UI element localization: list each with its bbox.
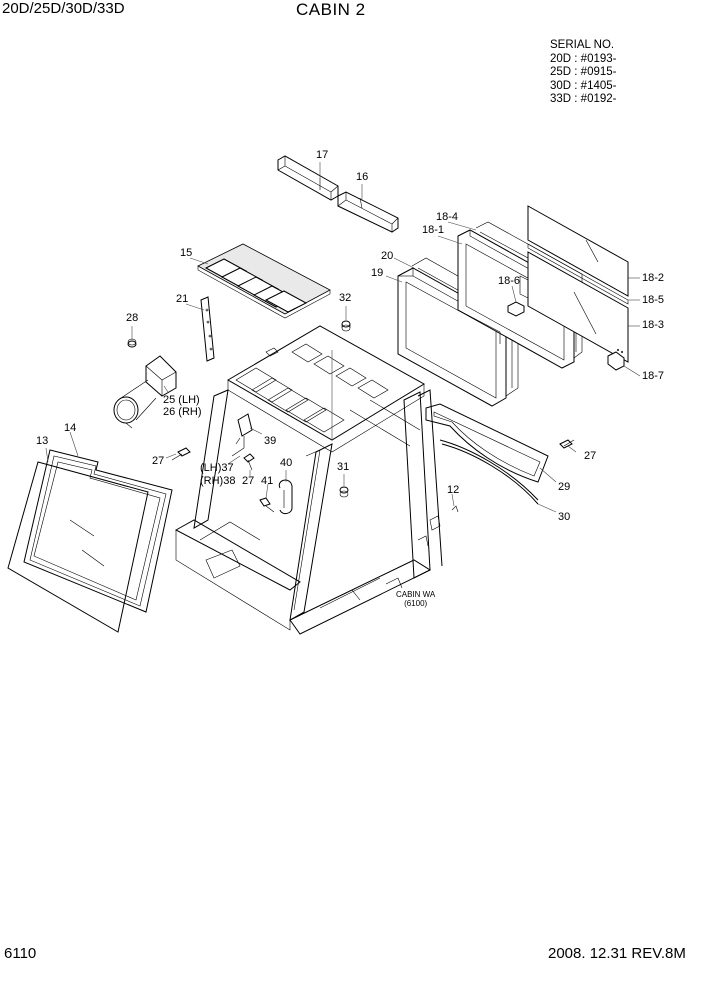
callout-25-lh: 25 (LH) [163, 394, 200, 406]
callout-18-2: 18-2 [642, 272, 665, 284]
callout-27-left: 27 [152, 455, 165, 467]
serial-line: 33D : #0192- [550, 93, 617, 105]
callout-26-rh: 26 (RH) [163, 406, 202, 418]
serial-number-block: SERIAL NO. 20D : #0193- 25D : #0915- 30D… [550, 39, 617, 107]
serial-heading: SERIAL NO. [550, 39, 615, 51]
callout-39: 39 [264, 435, 277, 447]
callout-14: 14 [64, 422, 77, 434]
callout-20: 20 [381, 250, 394, 262]
part-18-2-glass [527, 205, 629, 305]
part-cabin-frame [174, 325, 443, 635]
part-14-windshield-frame [23, 449, 173, 613]
callout-16: 16 [356, 171, 369, 183]
part-27-bolt [171, 439, 575, 471]
callout-29: 29 [558, 481, 571, 493]
serial-line: 20D : #0193- [550, 52, 617, 65]
part-40-grab-handle [278, 479, 293, 515]
callout-32: 32 [339, 292, 352, 304]
part-41-screw [259, 497, 275, 513]
callout-28: 28 [126, 312, 139, 324]
part-32-bushing [341, 320, 351, 332]
cabin-ref-number: (6100) [404, 598, 428, 608]
part-25-26-work-lamp [113, 355, 177, 429]
callout-15: 15 [180, 247, 193, 259]
model-list: 20D/25D/30D/33D [2, 0, 125, 17]
part-30-weatherstrip [439, 439, 539, 505]
callout-18-4: 18-4 [436, 211, 459, 223]
part-12-pin [451, 505, 459, 513]
page-number: 6110 [4, 945, 37, 962]
callout-31: 31 [337, 461, 350, 473]
serial-line: 30D : #1405- [550, 79, 617, 92]
part-31-bushing [339, 486, 349, 498]
part-17-roof-rail [277, 155, 339, 201]
callout-19: 19 [371, 267, 384, 279]
part-15-roof-panel [197, 243, 331, 319]
part-29-side-panel [425, 403, 549, 483]
callout-37-lh: (LH)37 [200, 462, 234, 474]
callout-27-mid: 27 [242, 475, 255, 487]
callout-17: 17 [316, 149, 329, 161]
callout-18-7: 18-7 [642, 370, 665, 382]
callout-38-rh: (RH)38 [200, 475, 236, 487]
part-13-windshield-glass [7, 461, 149, 633]
part-16-roof-rail [337, 191, 399, 233]
revision-date: 2008. 12.31 REV.8M [548, 945, 686, 962]
part-18-3-glass [527, 251, 629, 363]
callout-18-6: 18-6 [498, 275, 521, 287]
callout-18-5: 18-5 [642, 294, 665, 306]
callout-40: 40 [280, 457, 293, 469]
callout-18-3: 18-3 [642, 319, 665, 331]
part-28-grommet [127, 340, 137, 348]
callout-13: 13 [36, 435, 49, 447]
cabin-ref-name: CABIN WA [396, 590, 436, 599]
part-21-strip [200, 296, 215, 362]
page-title: CABIN 2 [296, 0, 366, 19]
callout-27-right: 27 [584, 450, 597, 462]
callout-30: 30 [558, 511, 571, 523]
serial-line: 25D : #0915- [550, 66, 617, 78]
callout-21: 21 [176, 293, 189, 305]
part-37-38-bracket [231, 413, 253, 457]
callout-41: 41 [261, 475, 274, 487]
callout-18-1: 18-1 [422, 224, 445, 236]
leader-lines [45, 162, 641, 513]
cabin-assembly-reference: CABIN WA (6100) [396, 590, 436, 609]
callout-12: 12 [447, 484, 460, 496]
